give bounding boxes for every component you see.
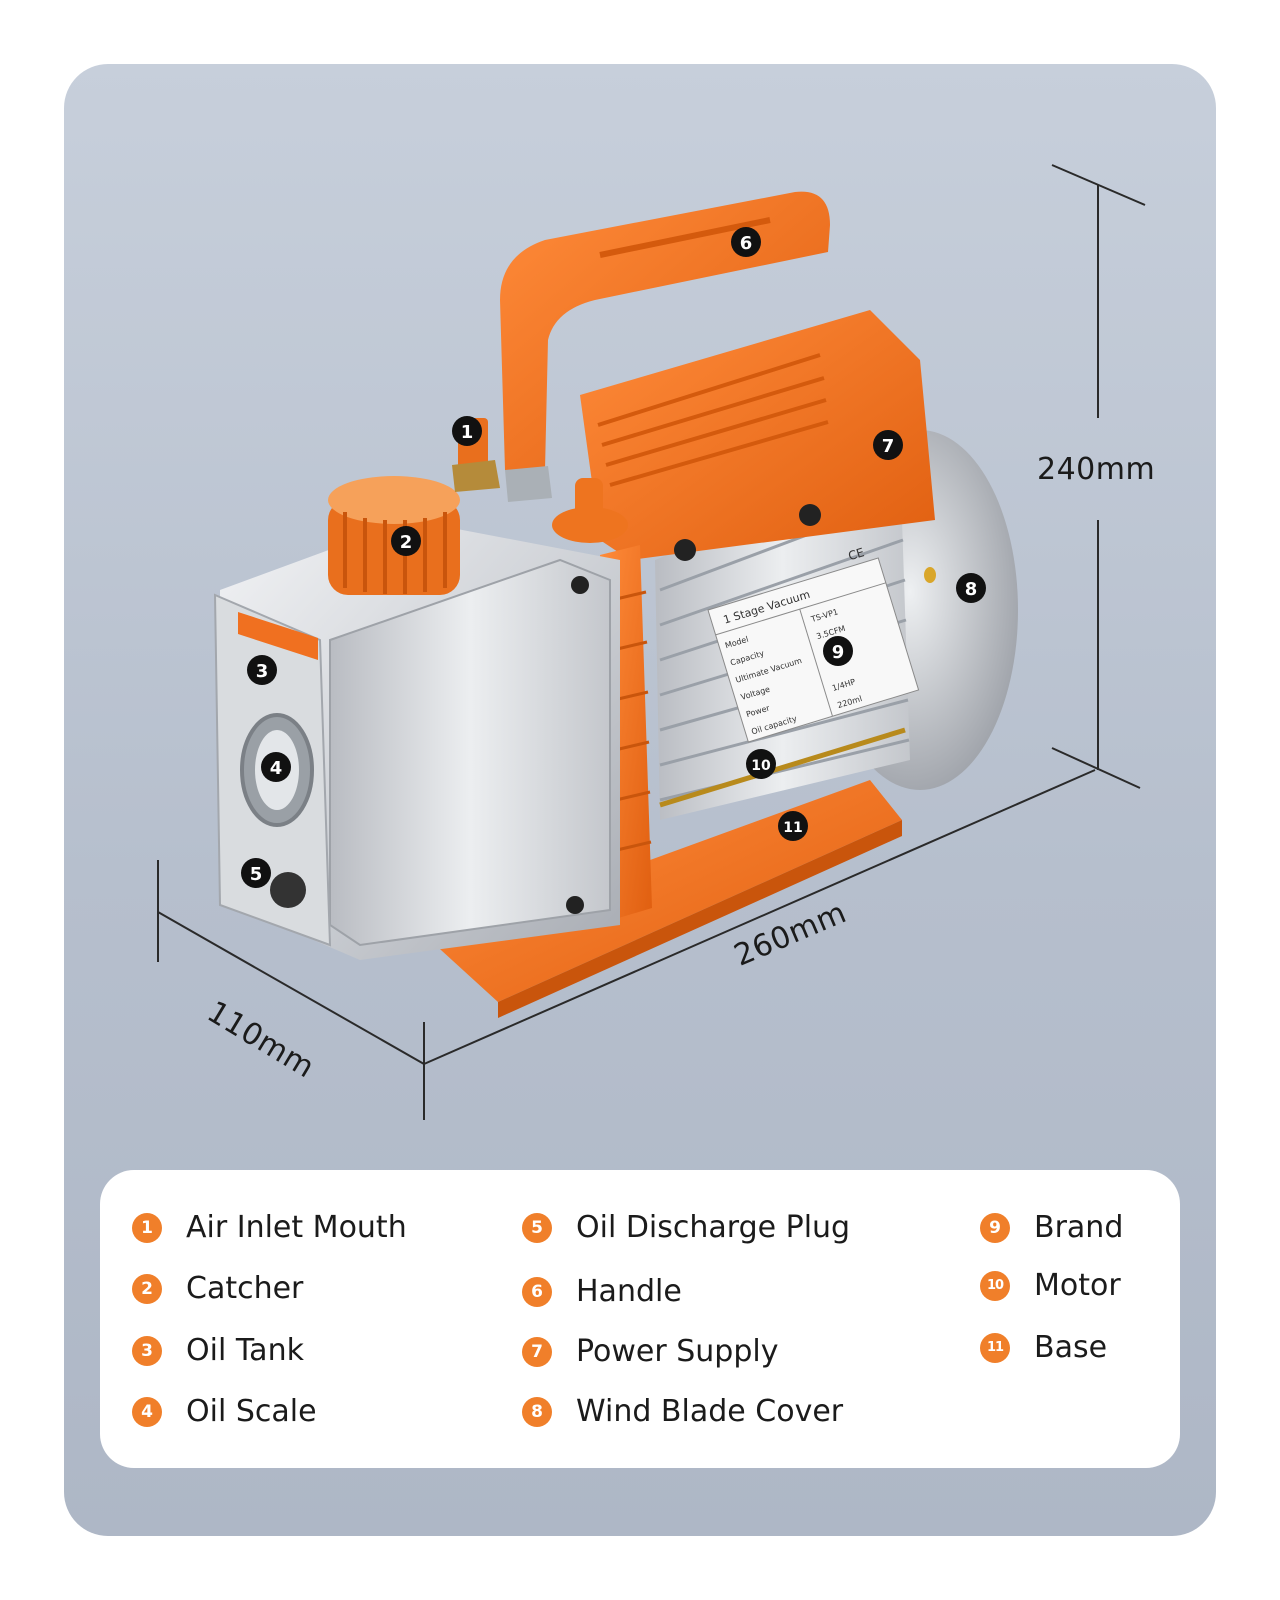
svg-text:9: 9 [832,642,845,663]
svg-text:8: 8 [965,579,978,600]
svg-text:3: 3 [256,661,269,682]
legend-item-7: 7 Power Supply [522,1334,778,1369]
legend-item-11: 11 Base [980,1330,1107,1365]
callout-3: 3 [247,655,277,685]
callouts: 1 2 3 4 5 6 7 8 9 10 11 [241,227,986,888]
callout-11: 11 [778,811,808,841]
svg-text:6: 6 [740,233,753,254]
legend-label: Catcher [186,1271,304,1306]
legend-label: Handle [576,1274,682,1309]
height-dimension: 240mm [1037,452,1156,487]
legend-card: 1 Air Inlet Mouth 2 Catcher 3 Oil Tank 4 Oil… [100,1170,1180,1468]
legend-number-badge: 11 [980,1332,1010,1363]
legend-label: Brand [1034,1210,1124,1245]
air-inlet [452,418,628,543]
callout-10: 10 [746,749,776,779]
callout-4: 4 [261,752,291,782]
legend-label: Oil Scale [186,1394,317,1429]
svg-text:5: 5 [250,864,263,885]
legend-item-5: 5 Oil Discharge Plug [522,1210,850,1245]
svg-text:11: 11 [783,820,802,836]
svg-text:7: 7 [882,436,895,457]
legend-item-9: 9 Brand [980,1210,1123,1245]
legend-number-badge: 10 [980,1270,1010,1301]
legend-item-6: 6 Handle [522,1274,682,1309]
dimension-lines [157,164,1146,1120]
svg-text:2: 2 [400,532,413,553]
svg-text:10: 10 [751,758,771,774]
callout-7: 7 [873,430,903,460]
legend-item-4: 4 Oil Scale [132,1394,317,1429]
callout-8: 8 [956,573,986,603]
spec-label: 1 Stage Vacuum CE Model Capacity Ultimat… [707,545,920,743]
legend-label: Base [1034,1330,1108,1365]
handle [500,191,830,471]
legend-label: Wind Blade Cover [576,1394,844,1429]
legend-label: Power Supply [576,1334,779,1369]
legend-item-2: 2 Catcher [132,1271,303,1306]
legend-number-badge: 2 [132,1273,162,1304]
legend-number-badge: 3 [132,1335,162,1366]
legend-item-3: 3 Oil Tank [132,1333,304,1368]
svg-text:4: 4 [270,758,283,779]
callout-9: 9 [823,636,853,666]
legend-label: Oil Discharge Plug [576,1210,851,1245]
callout-5: 5 [241,858,271,888]
legend-item-8: 8 Wind Blade Cover [522,1394,843,1429]
legend-label: Motor [1034,1268,1121,1303]
callout-2: 2 [391,526,421,556]
legend-number-badge: 9 [980,1212,1010,1243]
legend-number-badge: 4 [132,1396,162,1427]
legend-item-10: 10 Motor [980,1268,1121,1303]
legend-number-badge: 6 [522,1276,552,1307]
svg-text:1: 1 [461,422,474,443]
legend-number-badge: 7 [522,1336,552,1367]
legend-number-badge: 8 [522,1396,552,1427]
callout-1: 1 [452,416,482,446]
ce-mark: CE [846,545,865,563]
legend-label: Oil Tank [186,1333,304,1368]
callout-6: 6 [731,227,761,257]
legend-number-badge: 5 [522,1212,552,1243]
legend-item-1: 1 Air Inlet Mouth [132,1210,407,1245]
legend-label: Air Inlet Mouth [186,1210,407,1245]
legend-number-badge: 1 [132,1212,162,1243]
